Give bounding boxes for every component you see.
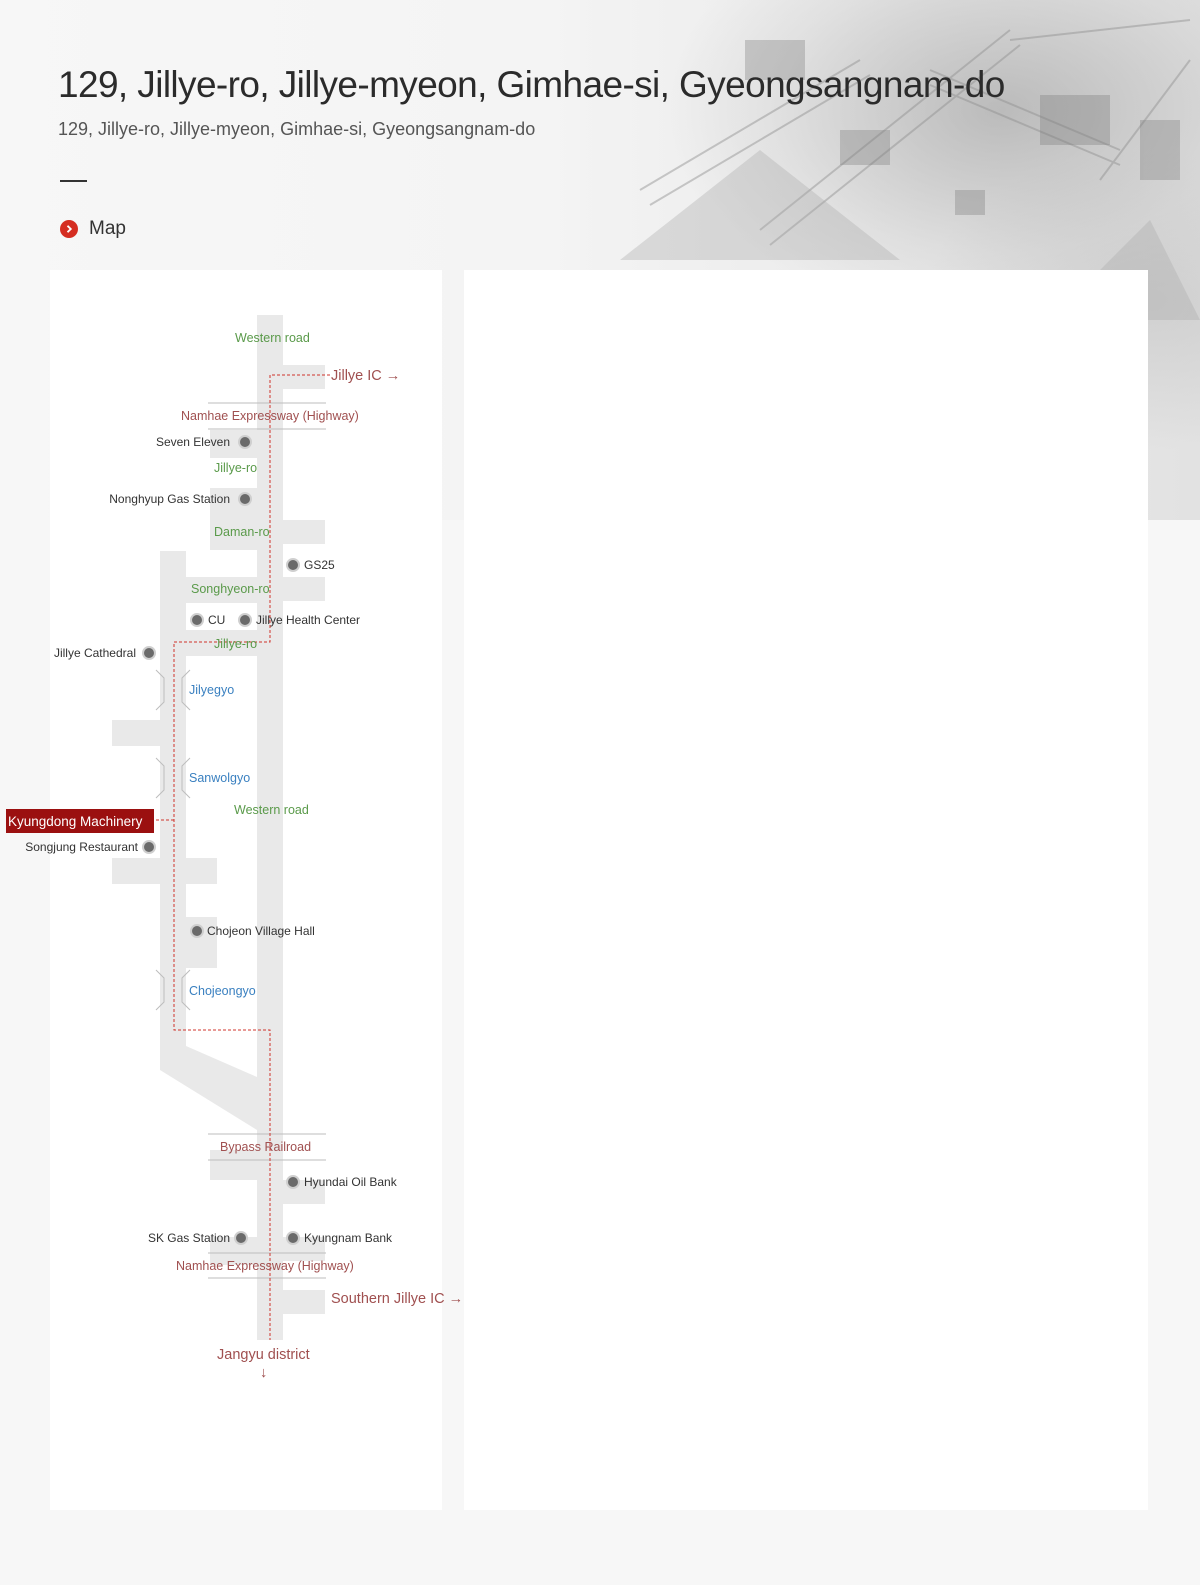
marker-cu (190, 613, 204, 627)
label-sanwolgyo: Sanwolgyo (189, 771, 250, 785)
label-gs25: GS25 (304, 558, 335, 572)
label-hyundai-oil: Hyundai Oil Bank (304, 1175, 398, 1189)
marker-chojeon-hall (190, 924, 204, 938)
jillye-ro-crossing (186, 630, 257, 656)
quarry-machinery-illustration (620, 19, 1200, 320)
label-western-road-top: Western road (235, 331, 310, 345)
label-jillye-ic: Jillye IC → (331, 368, 400, 384)
directions-map: Western road Jillye IC → Namhae Expressw… (6, 270, 463, 1510)
road-diagram: Western road Jillye IC → Namhae Expressw… (6, 315, 463, 1381)
label-songjung: Songjung Restaurant (25, 840, 138, 854)
marker-cathedral (142, 646, 156, 660)
label-jillye-ro-1: Jillye-ro (214, 461, 257, 475)
bridge-jilyegyo (155, 669, 191, 711)
daman-ro-east (283, 520, 325, 544)
arrow-down-icon: ↓ (260, 1365, 267, 1381)
page-title: 129, Jillye-ro, Jillye-myeon, Gimhae-si,… (58, 64, 1005, 105)
songhyeon-ro-west (186, 577, 257, 603)
marker-songjung (142, 840, 156, 854)
label-namhae-expressway-bottom: Namhae Expressway (Highway) (176, 1259, 354, 1273)
destination-label: Kyungdong Machinery (8, 814, 143, 829)
southern-ic-branch (283, 1290, 325, 1314)
label-cu: CU (208, 613, 225, 627)
title-divider (60, 180, 87, 182)
address-subtitle: 129, Jillye-ro, Jillye-myeon, Gimhae-si,… (58, 119, 536, 139)
label-seven-eleven: Seven Eleven (156, 435, 230, 449)
map-embed-panel[interactable] (464, 270, 1148, 1510)
diagonal-connector (160, 1046, 283, 1130)
marker-nonghyup (238, 492, 252, 506)
map-section-label: Map (89, 218, 126, 239)
east-street-1 (186, 858, 217, 884)
bridge-sanwolgyo (155, 757, 191, 799)
east-street-3 (186, 942, 217, 968)
label-namhae-expressway-top: Namhae Expressway (Highway) (181, 409, 359, 423)
west-street-1 (112, 720, 160, 746)
label-kyungnam-bank: Kyungnam Bank (304, 1231, 393, 1245)
label-nonghyup: Nonghyup Gas Station (109, 492, 230, 506)
jillye-ic-branch (283, 365, 325, 389)
label-chojeongyo: Chojeongyo (189, 984, 256, 998)
label-southern-jillye-ic: Southern Jillye IC → (331, 1291, 463, 1307)
label-daman-ro: Daman-ro (214, 525, 270, 539)
marker-sk-gas (234, 1231, 248, 1245)
route-line (173, 374, 330, 1340)
label-jangyu-district: Jangyu district (217, 1347, 310, 1363)
daman-ro-west (210, 520, 257, 550)
label-sk-gas: SK Gas Station (148, 1231, 230, 1245)
marker-health-center (238, 613, 252, 627)
label-songhyeon-ro: Songhyeon-ro (191, 582, 270, 596)
songhyeon-ro-east (283, 577, 325, 601)
sk-gas-branch (210, 1237, 257, 1265)
bypass-west (210, 1150, 257, 1180)
label-western-road-mid: Western road (234, 803, 309, 817)
map-section-heading: Map (60, 218, 126, 240)
west-street-2 (112, 858, 160, 884)
marker-seven-eleven (238, 435, 252, 449)
bridge-chojeongyo (155, 969, 191, 1011)
west-parallel-road (160, 551, 186, 1046)
label-bypass-railroad: Bypass Railroad (220, 1140, 311, 1154)
marker-gs25 (286, 558, 300, 572)
western-road (257, 315, 283, 1340)
label-health-center: Jillye Health Center (256, 613, 360, 627)
marker-hyundai-oil (286, 1175, 300, 1189)
destination-marker (6, 809, 154, 833)
label-jilyegyo: Jilyegyo (189, 683, 234, 697)
label-cathedral: Jillye Cathedral (54, 646, 136, 660)
chevron-right-icon (60, 220, 78, 238)
marker-kyungnam-bank (286, 1231, 300, 1245)
label-jillye-ro-2: Jillye-ro (214, 637, 257, 651)
label-chojeon-hall: Chojeon Village Hall (207, 924, 315, 938)
